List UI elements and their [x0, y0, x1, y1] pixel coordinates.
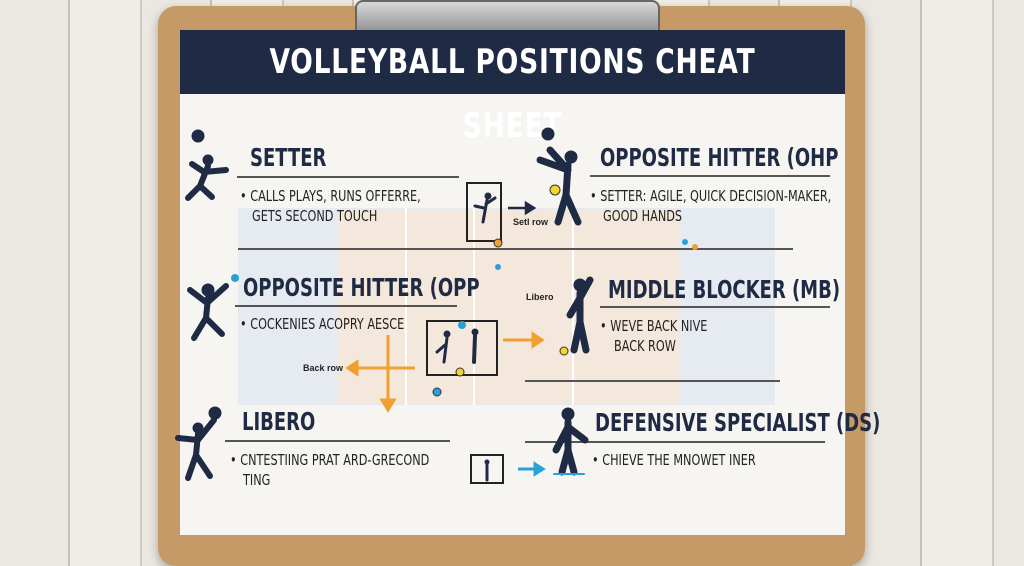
ohp-line-2: GOOD HANDS: [603, 207, 683, 225]
opp-line-1: • COCKENIES ACOPRY AESCE: [240, 315, 405, 333]
arrow-to-ds: [518, 461, 546, 477]
ball-dots: [231, 184, 698, 397]
libero-line-1: • CNTESTIING PRAT ARD-GRECOND: [230, 451, 430, 469]
libero-label: Libero: [526, 292, 554, 302]
setter-player-icon: [185, 129, 229, 201]
arrow-set-row: [508, 200, 537, 216]
position-title-ohp: OPPOSITE HITTER (OHP: [600, 143, 839, 172]
position-title-libero: LIBERO: [242, 407, 316, 436]
court-line: [473, 208, 475, 405]
mb-line-2: BACK ROW: [614, 337, 676, 355]
mb-line-1: • WEVE BACK NIVE: [600, 317, 708, 335]
divider: [600, 306, 830, 308]
ds-diagram-box: [470, 454, 504, 484]
back-row-label: Back row: [303, 363, 344, 373]
position-title-ds: DEFENSIVE SPECIALIST (DS): [595, 408, 881, 437]
mb-player-icon: [566, 276, 594, 354]
page-title: VOLLEYBALL POSITIONS CHEAT SHEET: [269, 42, 756, 146]
ds-player-icon: [552, 407, 589, 476]
position-title-setter: SETTER: [250, 143, 327, 172]
ohp-line-1: • SETTER: AGILE, QUICK DECISION-MAKER,: [590, 187, 832, 205]
opp-player-icon: [187, 283, 229, 341]
page-title-banner: VOLLEYBALL POSITIONS CHEAT SHEET: [180, 30, 845, 146]
divider: [237, 176, 459, 178]
small-player-icons: [435, 192, 497, 482]
divider: [225, 440, 450, 442]
divider: [525, 441, 825, 443]
set-row-label: Setl row: [513, 217, 549, 227]
position-title-mb: MIDDLE BLOCKER (MB): [608, 275, 841, 304]
divider: [235, 305, 457, 307]
ohp-player-icon: [536, 127, 582, 226]
setter-line-2: GETS SECOND TOUCH: [252, 207, 378, 225]
arrow-back-row: [345, 335, 415, 413]
divider: [238, 248, 793, 250]
arrow-to-mb: [503, 331, 545, 349]
libero-line-2: TING: [243, 471, 271, 489]
ds-line-1: • CHIEVE THE MNOWET INER: [592, 451, 756, 469]
setter-diagram-box: [466, 182, 502, 242]
player-icons: [175, 127, 594, 482]
position-title-opp: OPPOSITE HITTER (OPP: [243, 273, 480, 302]
divider: [590, 175, 830, 177]
setter-line-1: • CALLS PLAYS, RUNS OFFERRE,: [240, 187, 421, 205]
libero-player-icon: [175, 406, 222, 481]
divider: [525, 380, 780, 382]
